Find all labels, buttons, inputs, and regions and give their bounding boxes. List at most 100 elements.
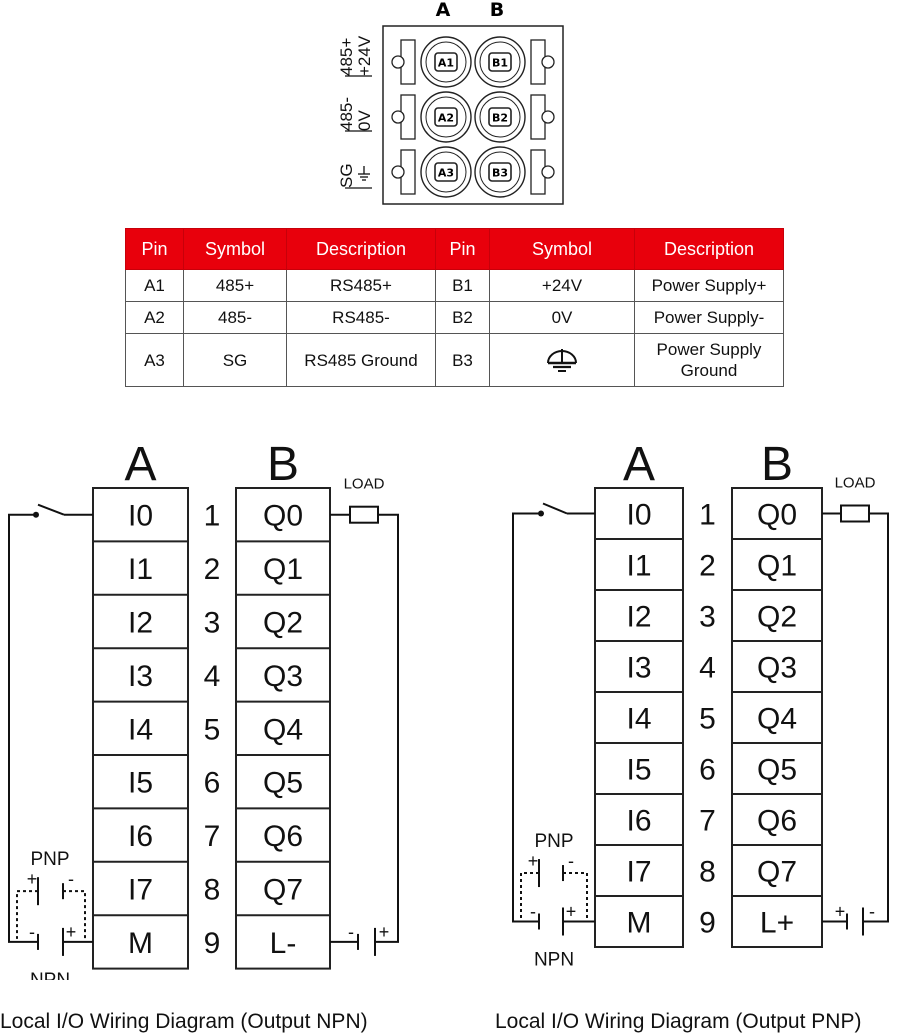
ground-icon <box>547 349 577 372</box>
column-b-label: B <box>761 438 793 491</box>
terminal-label-485plus: 485+ <box>337 38 356 76</box>
battery-sign: + <box>379 922 390 942</box>
terminal-col-a: A <box>436 0 451 21</box>
terminal-number: 2 <box>699 550 716 583</box>
input-terminal-label: I0 <box>626 499 651 532</box>
npn-label: NPN <box>30 970 70 980</box>
output-terminal-label: L- <box>270 927 297 960</box>
latch-hole <box>541 110 555 124</box>
battery-minus: - <box>568 851 574 871</box>
ground-icon <box>358 166 370 181</box>
output-terminal-label: Q2 <box>757 601 797 634</box>
input-terminal-strip <box>92 487 189 970</box>
terminal-number: 9 <box>204 927 221 960</box>
terminal-number: 3 <box>699 601 716 634</box>
output-terminal-label: Q1 <box>263 553 303 586</box>
switch-icon <box>542 502 568 515</box>
header-pin-a: Pin <box>125 228 184 270</box>
output-terminal-label: Q3 <box>263 660 303 693</box>
output-terminal-label: Q7 <box>757 856 797 889</box>
input-terminal-label: I1 <box>128 553 153 586</box>
cell-pin: A1 <box>125 269 184 302</box>
output-terminal-label: Q5 <box>757 754 797 787</box>
terminal-number: 4 <box>699 652 716 685</box>
pin-label: A1 <box>438 57 454 70</box>
input-terminal-label: I6 <box>128 820 153 853</box>
terminal-number: 4 <box>204 660 221 693</box>
column-b-label: B <box>267 438 299 491</box>
pnp-label: PNP <box>534 831 573 852</box>
battery-plus: + <box>66 922 77 942</box>
output-terminal-label: Q0 <box>263 500 303 533</box>
terminal-number: 6 <box>204 767 221 800</box>
output-terminal-label: Q4 <box>263 713 303 746</box>
pin-socket-inner <box>425 96 467 138</box>
input-terminal-label: I6 <box>626 805 651 838</box>
column-a-label: A <box>124 438 156 491</box>
cell-description: RS485- <box>286 301 436 334</box>
header-description-b: Description <box>634 228 784 270</box>
output-terminal-label: Q2 <box>263 607 303 640</box>
input-terminal-label: I5 <box>128 767 153 800</box>
output-return-wire <box>375 513 399 943</box>
load-label: LOAD <box>835 475 876 492</box>
output-terminal-label: Q7 <box>263 874 303 907</box>
pnp-dashed-wire <box>16 890 38 939</box>
pin-label: A3 <box>438 167 454 180</box>
input-terminal-label: I0 <box>128 500 153 533</box>
pin-box <box>434 107 458 127</box>
cell-description: Power Supply Ground <box>634 333 784 387</box>
pin-label: B2 <box>492 112 508 125</box>
battery-minus: - <box>29 922 35 942</box>
input-terminal-label: I3 <box>128 660 153 693</box>
cell-symbol: 0V <box>489 301 635 334</box>
input-terminal-label: I4 <box>128 713 153 746</box>
latch-hole <box>391 165 405 179</box>
load-label: LOAD <box>344 476 385 493</box>
pnp-dashed-wire <box>520 872 539 919</box>
header-description-a: Description <box>286 228 436 270</box>
battery-sign: - <box>348 922 354 942</box>
input-terminal-label: I7 <box>128 874 153 907</box>
column-a-label: A <box>623 438 655 491</box>
cell-symbol <box>489 333 635 387</box>
terminal-number: 1 <box>699 499 716 532</box>
output-terminal-label: Q6 <box>263 820 303 853</box>
input-terminal-label: I3 <box>626 652 651 685</box>
cell-pin: A3 <box>125 333 184 387</box>
terminal-number: 7 <box>204 820 221 853</box>
output-terminal-label: Q6 <box>757 805 797 838</box>
output-terminal-strip <box>731 487 823 948</box>
pin-table: Pin Symbol Description Pin Symbol Descri… <box>125 228 784 387</box>
terminal-col-b: B <box>490 0 504 21</box>
input-terminal-label: I4 <box>626 703 651 736</box>
terminal-number: 8 <box>699 856 716 889</box>
header-symbol-a: Symbol <box>183 228 287 270</box>
input-terminal-label: M <box>627 907 652 940</box>
cell-symbol: +24V <box>489 269 635 302</box>
latch-hole <box>391 110 405 124</box>
cell-symbol: SG <box>183 333 287 387</box>
pin-socket-inner <box>425 41 467 83</box>
pin-label: B1 <box>492 57 508 70</box>
output-terminal-strip <box>235 487 331 970</box>
terminal-label-sg: SG <box>337 163 356 188</box>
pnp-dashed-wire <box>63 890 86 939</box>
header-pin-b: Pin <box>435 228 490 270</box>
pin-box <box>488 52 512 72</box>
cell-pin: B1 <box>435 269 490 302</box>
load-icon <box>349 505 379 524</box>
input-return-wire <box>512 512 541 923</box>
caption-npn: Local I/O Wiring Diagram (Output NPN) <box>0 1010 368 1033</box>
input-terminal-label: M <box>128 927 153 960</box>
latch-hole <box>541 55 555 69</box>
pin-box <box>434 52 458 72</box>
terminal-number: 8 <box>204 874 221 907</box>
battery-sign: + <box>835 902 846 922</box>
input-terminal-label: I2 <box>626 601 651 634</box>
battery-sign: - <box>869 902 875 922</box>
battery-minus: - <box>68 869 74 889</box>
pnp-dashed-wire <box>563 872 588 919</box>
input-terminal-strip <box>594 487 684 948</box>
